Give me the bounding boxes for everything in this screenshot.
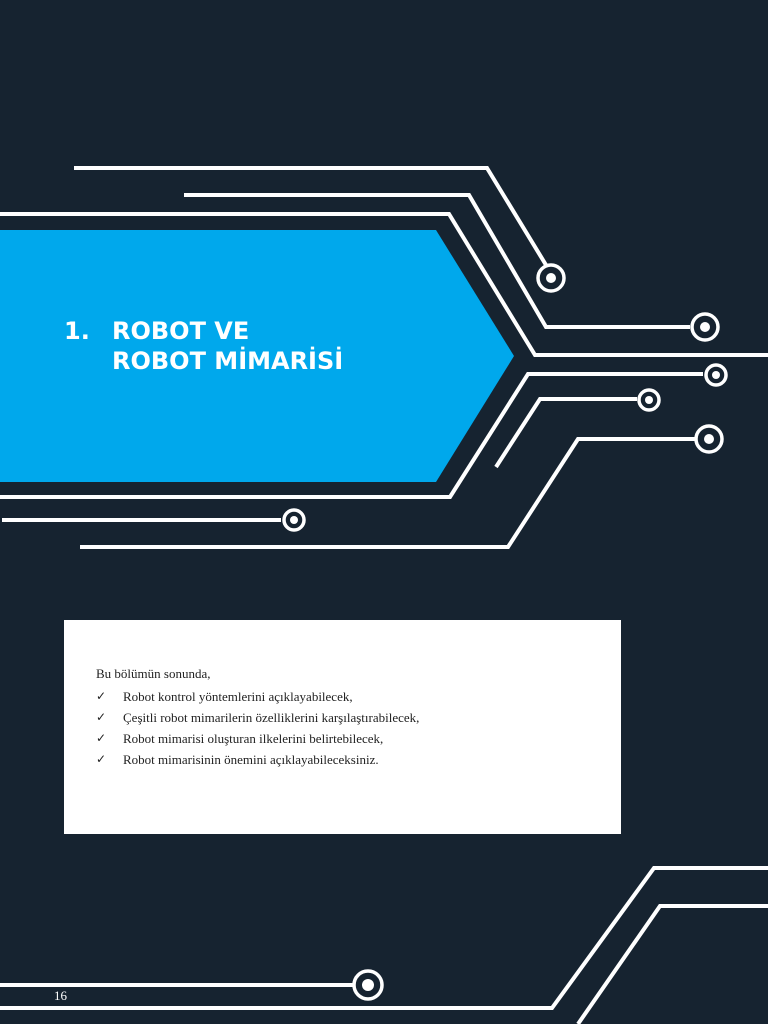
- objective-text: Robot mimarisi oluşturan ilkelerini beli…: [123, 731, 384, 746]
- chapter-title-line-1: ROBOT VE: [112, 317, 250, 345]
- objective-text: Robot kontrol yöntemlerini açıklayabilec…: [123, 689, 353, 704]
- chapter-title: 1. ROBOT VE ROBOT MİMARİSİ: [64, 316, 343, 376]
- checkmark-icon: ✓: [96, 689, 107, 703]
- list-item: ✓ Robot mimarisinin önemini açıklayabile…: [96, 749, 419, 770]
- circuit-trace: [576, 904, 768, 1024]
- list-item: ✓ Çeşitli robot mimarilerin özelliklerin…: [96, 707, 419, 728]
- list-item: ✓ Robot mimarisi oluşturan ilkelerini be…: [96, 728, 419, 749]
- node-icon: [536, 263, 566, 293]
- node-icon: [690, 312, 720, 342]
- node-icon: [704, 363, 728, 387]
- list-item: ✓ Robot kontrol yöntemlerini açıklayabil…: [96, 686, 419, 707]
- checkmark-icon: ✓: [96, 752, 107, 766]
- circuit-trace: [494, 397, 637, 469]
- learning-objectives-box: Bu bölümün sonunda, ✓ Robot kontrol yönt…: [64, 620, 621, 834]
- page-number: 16: [54, 988, 67, 1003]
- objectives-intro: Bu bölümün sonunda,: [96, 666, 211, 681]
- circuit-trace: [0, 212, 768, 357]
- node-icon: [694, 424, 724, 454]
- circuit-trace: [80, 437, 695, 549]
- circuit-trace: [184, 193, 690, 329]
- checkmark-icon: ✓: [96, 710, 107, 724]
- objectives-list: ✓ Robot kontrol yöntemlerini açıklayabil…: [96, 686, 419, 770]
- chapter-number: 1.: [64, 317, 90, 345]
- circuit-trace: [74, 166, 548, 267]
- checkmark-icon: ✓: [96, 731, 107, 745]
- chapter-title-text: ROBOT VE ROBOT MİMARİSİ: [112, 316, 343, 376]
- circuit-trace: [0, 372, 703, 499]
- circuit-trace: [0, 866, 768, 1010]
- objective-text: Robot mimarisinin önemini açıklayabilece…: [123, 752, 379, 767]
- chapter-title-line-2: ROBOT MİMARİSİ: [112, 347, 344, 375]
- node-icon: [352, 969, 384, 1001]
- title-banner: [0, 230, 514, 482]
- node-icon: [637, 388, 661, 412]
- node-icon: [282, 508, 306, 532]
- objective-text: Çeşitli robot mimarilerin özelliklerini …: [123, 710, 420, 725]
